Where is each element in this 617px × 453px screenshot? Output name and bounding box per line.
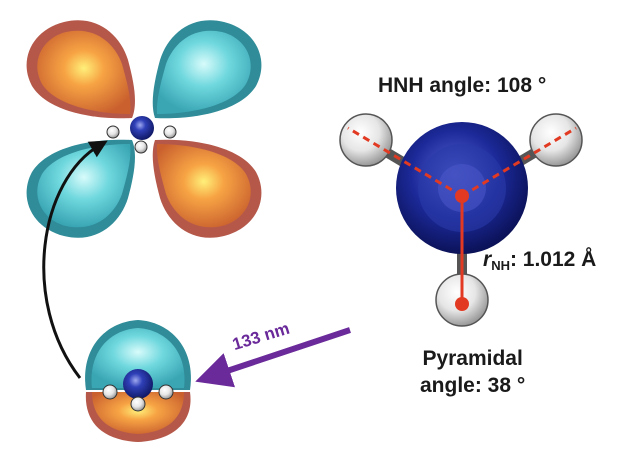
hnh-angle-line-right <box>461 126 577 198</box>
lobe-top-right-cyan <box>152 20 262 119</box>
hnh-angle-line-left <box>347 126 463 198</box>
lobe-bottom-left-cyan <box>26 139 135 238</box>
pyramidal-angle-label: Pyramidal angle: 38 ° <box>420 345 525 399</box>
hydrogen-atom-top-3 <box>134 140 148 154</box>
nh3-geometry <box>339 113 583 327</box>
nh-distance-label: rNH: 1.012 Å <box>483 248 596 273</box>
hydrogen-atom-ground-3 <box>130 396 146 412</box>
r-value: : 1.012 Å <box>509 248 597 271</box>
hnh-angle-label: HNH angle: 108 ° <box>378 74 547 97</box>
hydrogen-atom-ground-2 <box>158 384 174 400</box>
pyramidal-line-2: angle: 38 ° <box>420 374 526 397</box>
ground-orbital <box>85 320 191 442</box>
nitrogen-atom-ground <box>123 369 153 399</box>
hydrogen-atom-top-1 <box>106 125 120 139</box>
r-subscript: NH <box>491 258 510 273</box>
excitation-arrow <box>195 327 351 388</box>
excited-orbital <box>26 20 262 238</box>
pyramidal-line-1: Pyramidal <box>422 347 523 370</box>
nitrogen-atom-top <box>130 116 154 140</box>
transition-arrow <box>42 140 108 379</box>
center-dot <box>455 189 469 203</box>
hydrogen-atom-ground-1 <box>102 384 118 400</box>
hydrogen-atom-top-2 <box>163 125 177 139</box>
lobe-top-left-orange <box>26 20 135 119</box>
hydrogen-center-dot <box>455 297 469 311</box>
r-symbol: r <box>483 248 492 271</box>
lobe-bottom-right-orange <box>152 139 262 238</box>
